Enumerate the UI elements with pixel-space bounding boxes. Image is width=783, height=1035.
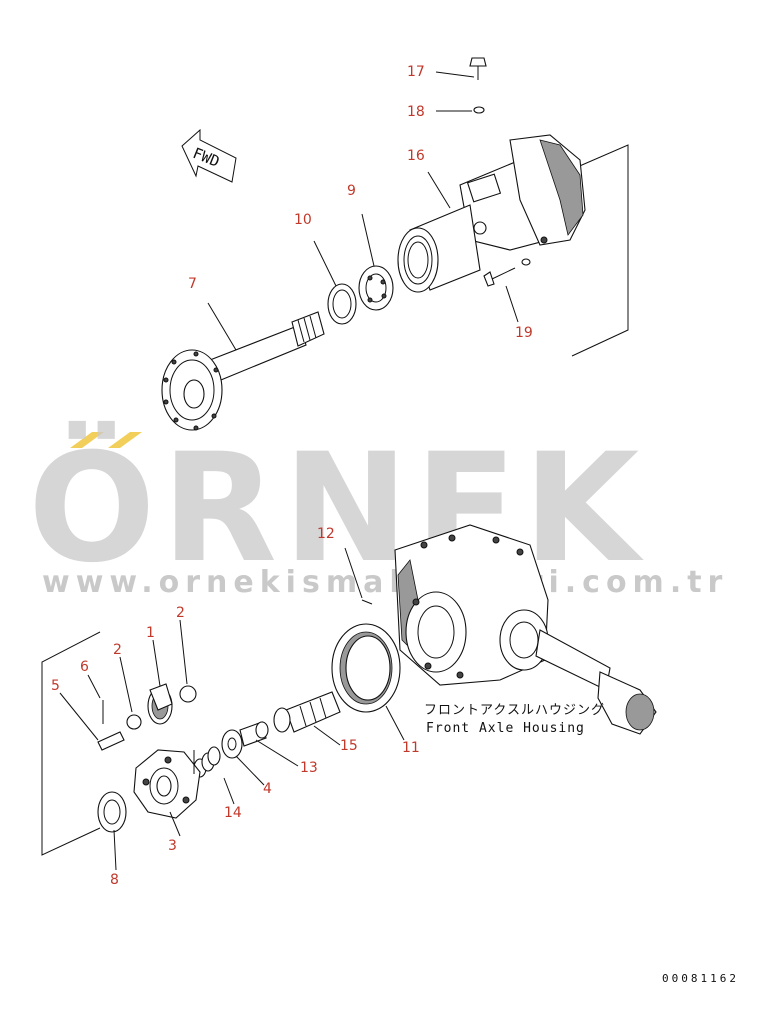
callout-14: 14 (224, 805, 242, 821)
caption-english: Front Axle Housing (426, 721, 585, 736)
part-17-bolt (469, 57, 487, 80)
callout-13: 13 (300, 760, 318, 776)
caption-japanese: フロントアクスルハウジング (424, 703, 605, 718)
part-7-axle-shaft (161, 311, 325, 431)
part-11-ring-gear (331, 623, 401, 713)
part-12-pin (361, 599, 373, 605)
part-2-washer-upper (179, 685, 197, 703)
callout-9: 9 (347, 183, 356, 199)
fwd-label: FWD (190, 144, 222, 171)
forward-arrow-icon: FWD (181, 128, 237, 183)
callout-3: 3 (168, 838, 177, 854)
callout-5: 5 (51, 678, 60, 694)
front-axle-housing (394, 524, 657, 735)
lower-assembly (41, 524, 657, 871)
part-4-thrust-washer (221, 729, 243, 759)
callout-8: 8 (110, 872, 119, 888)
part-3-carrier (133, 749, 201, 819)
callout-2-lower: 2 (113, 642, 122, 658)
watermark-accent-mark (70, 432, 142, 448)
part-10-seal (327, 283, 357, 325)
part-2-washer-lower (126, 714, 142, 730)
callout-16: 16 (407, 148, 425, 164)
part-13-bolt (239, 721, 269, 747)
watermark-url: www.ornekismakinalari.com.tr (42, 565, 728, 600)
callout-11: 11 (402, 740, 420, 756)
callout-6: 6 (80, 659, 89, 675)
drawing-code: 00081162 (662, 972, 739, 985)
callout-numbers: 17 18 16 9 10 7 19 12 1 2 2 6 5 15 11 13… (51, 64, 533, 888)
callout-18: 18 (407, 104, 425, 120)
part-15-shaft (273, 691, 341, 733)
callout-1: 1 (146, 625, 155, 641)
callout-4: 4 (263, 781, 272, 797)
callout-7: 7 (188, 276, 197, 292)
upper-assembly (161, 57, 629, 431)
part-19-bolt (483, 258, 531, 287)
callout-12: 12 (317, 526, 335, 542)
part-5-pin (97, 731, 125, 751)
callout-19: 19 (515, 325, 533, 341)
part-9-bearing (358, 265, 394, 311)
callout-15: 15 (340, 738, 358, 754)
part-16-axle-housing (397, 134, 586, 293)
callout-17: 17 (407, 64, 425, 80)
watermark: ÖRNEK www.ornekismakinalari.com.tr (28, 420, 728, 600)
part-18-washer (473, 106, 485, 114)
callout-2-upper: 2 (176, 605, 185, 621)
part-1-planet-gear (147, 683, 173, 725)
callout-10: 10 (294, 212, 312, 228)
part-8-bearing (97, 791, 127, 833)
